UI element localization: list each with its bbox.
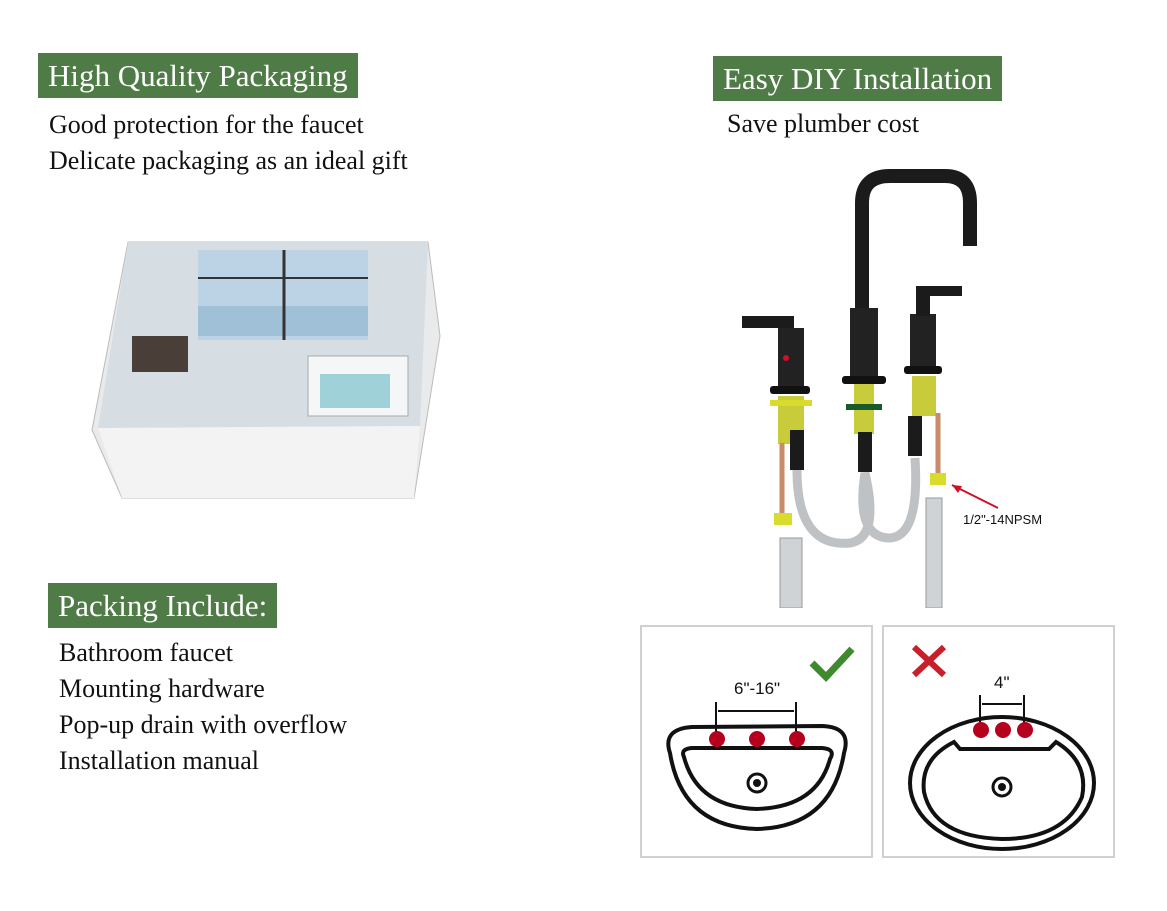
- packing-item: Mounting hardware: [59, 674, 265, 703]
- faucet-diagram: [742, 169, 999, 608]
- packaging-box-image: [91, 241, 441, 499]
- thread-label: 1/2"-14NPSM: [963, 512, 1043, 527]
- cross-icon: [911, 644, 947, 678]
- packaging-banner: High Quality Packaging: [38, 53, 358, 98]
- installation-banner: Easy DIY Installation: [713, 56, 1003, 101]
- bad-spacing-label: 4": [994, 673, 1010, 692]
- packaging-line: Delicate packaging as an ideal gift: [49, 146, 408, 175]
- packaging-line: Good protection for the faucet: [49, 110, 364, 139]
- packing-item: Installation manual: [59, 746, 260, 775]
- incompatible-sink-panel: 4": [882, 625, 1115, 858]
- packing-include-banner: Packing Include:: [48, 583, 278, 628]
- good-spacing-label: 6"-16": [734, 679, 781, 698]
- packing-item: Pop-up drain with overflow: [59, 710, 348, 739]
- compatible-sink-panel: 6"-16": [640, 625, 873, 858]
- check-icon: [809, 646, 855, 683]
- packing-item: Bathroom faucet: [59, 638, 233, 667]
- installation-subtitle: Save plumber cost: [727, 109, 920, 138]
